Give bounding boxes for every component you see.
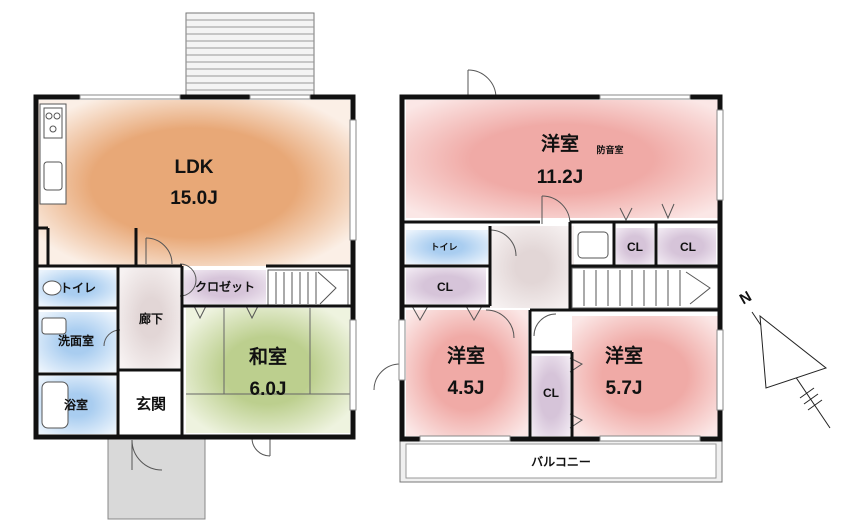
yoshitsu-top-label: 洋室 [541, 132, 579, 155]
washitsu-size: 6.0J [250, 379, 287, 400]
toilet-2f-label: トイレ [430, 242, 457, 252]
cl-label-d: CL [543, 386, 559, 400]
yoshitsu-left-size: 4.5J [448, 378, 485, 399]
yoshitsu-right-label: 洋室 [605, 344, 643, 367]
yoshitsu-left [406, 310, 528, 436]
cl-room-b [658, 228, 716, 264]
compass-north-label: N [737, 288, 755, 308]
closet-label: クロゼット [195, 279, 255, 294]
yoshitsu-top [406, 100, 718, 218]
bath-fixtures-1f [41, 280, 69, 429]
ldk-room [38, 100, 350, 266]
genkan-room [120, 372, 182, 434]
tatami-lines [186, 308, 350, 395]
cl-label-b: CL [680, 240, 696, 254]
balcony [399, 439, 723, 483]
yokushitsu-label: 浴室 [64, 397, 88, 412]
balcony-label: バルコニー [531, 455, 591, 469]
hall-2f [490, 226, 574, 308]
cl-room-a [616, 228, 654, 264]
ldk-label: LDK [174, 157, 213, 178]
yoshitsu-left-label: 洋室 [447, 344, 485, 367]
closet-room [184, 270, 266, 304]
floor-2: 洋室 防音室 11.2J トイレ CL CL CL 洋室 4.5J CL 洋室 … [373, 69, 724, 483]
yoshitsu-right [572, 316, 718, 436]
cl-label-c: CL [437, 280, 453, 294]
toilet-1f-label: トイレ [60, 281, 96, 295]
washitsu-room [186, 308, 350, 433]
rouka-label: 廊下 [139, 311, 163, 326]
yoshitsu-right-size: 5.7J [606, 378, 643, 399]
compass-icon: N [737, 288, 831, 429]
yoshitsu-top-size: 11.2J [537, 167, 584, 188]
stairs-2f [571, 267, 719, 309]
stairs-1f [267, 269, 349, 307]
kitchen-counter [39, 103, 67, 205]
genkan-label: 玄関 [136, 395, 166, 413]
toilet-room-2f [406, 230, 488, 264]
cl-label-a: CL [627, 240, 643, 254]
cl-room-d [532, 356, 570, 436]
rouka-hall [120, 268, 182, 368]
deck-steps [185, 12, 315, 98]
entrance-porch [107, 436, 206, 520]
walls-1f [33, 94, 356, 440]
senmen-label: 洗面室 [58, 333, 94, 348]
cl-room-c [406, 268, 486, 304]
yoshitsu-top-note: 防音室 [596, 144, 623, 155]
washitsu-label: 和室 [249, 345, 287, 368]
doors-2f [373, 69, 675, 429]
ldk-size: 15.0J [170, 188, 218, 209]
floor-1: LDK 15.0J 和室 6.0J トイレ 洗面室 浴室 廊下 玄関 クロゼット [33, 12, 357, 520]
